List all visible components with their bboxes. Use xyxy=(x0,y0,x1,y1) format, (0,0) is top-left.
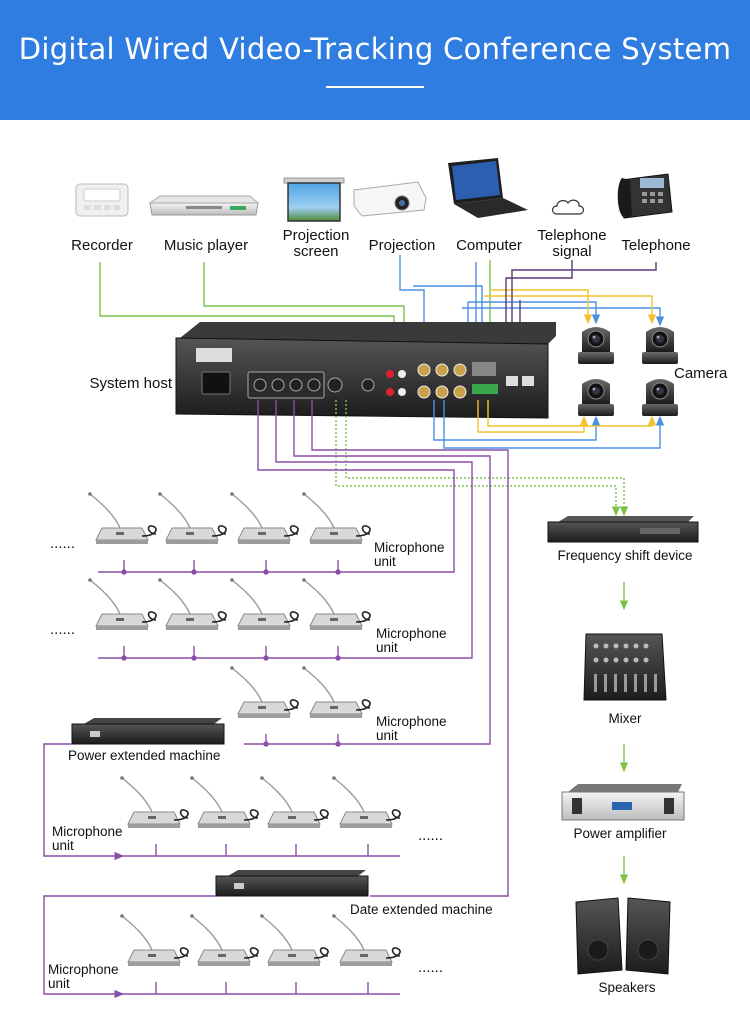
music-player: Music player xyxy=(148,195,260,254)
page-title: Digital Wired Video-Tracking Conference … xyxy=(18,32,732,66)
power-amplifier: Power amplifier xyxy=(561,784,685,841)
mic-chain-1: ...... Microphone unit xyxy=(50,491,445,575)
power-amplifier-label: Power amplifier xyxy=(573,826,667,841)
title-banner: Digital Wired Video-Tracking Conference … xyxy=(0,0,750,120)
telephone-label: Telephone xyxy=(621,237,690,254)
mic-chain-4: Microphone unit ...... xyxy=(52,775,443,857)
music-player-label: Music player xyxy=(164,237,248,254)
mic-chain-5-label-1: Microphone xyxy=(48,962,119,977)
bnc-ports xyxy=(417,363,467,399)
recorder: Recorder xyxy=(71,183,133,254)
power-extended-machine: Power extended machine xyxy=(43,718,225,861)
mic-chain-5-label-2: unit xyxy=(48,976,70,991)
projection-screen-label-1: Projection xyxy=(283,227,350,244)
rca-ports xyxy=(386,370,406,396)
laptop-computer: Computer xyxy=(448,158,528,254)
camera-1 xyxy=(577,326,615,365)
projector: Projection xyxy=(353,181,436,254)
speakers-label: Speakers xyxy=(598,980,655,995)
telephone-signal-label-2: signal xyxy=(552,243,591,260)
cameras: Camera xyxy=(577,326,728,417)
system-host-label: System host xyxy=(89,375,172,392)
date-extended-label: Date extended machine xyxy=(350,902,493,917)
mic-chain-2-label-1: Microphone xyxy=(376,626,447,641)
mic-chain-4-ellipsis: ...... xyxy=(418,827,443,844)
mic-chain-1-label-1: Microphone xyxy=(374,540,445,555)
frequency-shift-device: Frequency shift device xyxy=(547,516,699,563)
mixer: Mixer xyxy=(583,633,667,726)
camera-label: Camera xyxy=(674,365,728,382)
mic-chain-3-label-1: Microphone xyxy=(376,714,447,729)
recorder-label: Recorder xyxy=(71,237,133,254)
mixer-label: Mixer xyxy=(609,711,643,726)
projection-screen: Projection screen xyxy=(283,177,350,260)
mic-chain-2: ...... Microphone unit xyxy=(50,577,447,661)
mic-chain-1-ellipsis: ...... xyxy=(50,535,75,552)
camera-return-lines xyxy=(335,400,665,517)
mic-chain-5-ellipsis: ...... xyxy=(418,959,443,976)
mic-chain-1-label-2: unit xyxy=(374,554,396,569)
computer-label: Computer xyxy=(456,237,522,254)
mic-chain-4-label-1: Microphone xyxy=(52,824,123,839)
mic-chain-4-label-2: unit xyxy=(52,838,74,853)
projection-screen-label-2: screen xyxy=(293,243,338,260)
mic-chain-2-label-2: unit xyxy=(376,640,398,655)
telephone-signal: Telephone signal xyxy=(537,199,607,260)
projection-label: Projection xyxy=(369,237,436,254)
system-host: System host xyxy=(89,322,556,419)
mic-chain-5: Microphone unit ...... xyxy=(48,913,443,995)
telephone-signal-label-1: Telephone xyxy=(537,227,606,244)
camera-4 xyxy=(641,378,679,417)
title-underline xyxy=(326,86,424,88)
frequency-shift-label: Frequency shift device xyxy=(557,548,692,563)
camera-3 xyxy=(577,378,615,417)
system-diagram: Recorder Music player Projection screen … xyxy=(43,158,728,999)
mic-trunk-lines xyxy=(98,400,509,897)
mic-chain-3-label-2: unit xyxy=(376,728,398,743)
date-extended-machine: Date extended machine xyxy=(43,870,493,999)
mic-chain-3: Microphone unit xyxy=(229,665,447,747)
mic-chain-2-ellipsis: ...... xyxy=(50,621,75,638)
speakers: Speakers xyxy=(575,897,671,995)
telephone: Telephone xyxy=(617,173,691,254)
power-extended-label: Power extended machine xyxy=(68,748,220,763)
camera-2 xyxy=(641,326,679,365)
